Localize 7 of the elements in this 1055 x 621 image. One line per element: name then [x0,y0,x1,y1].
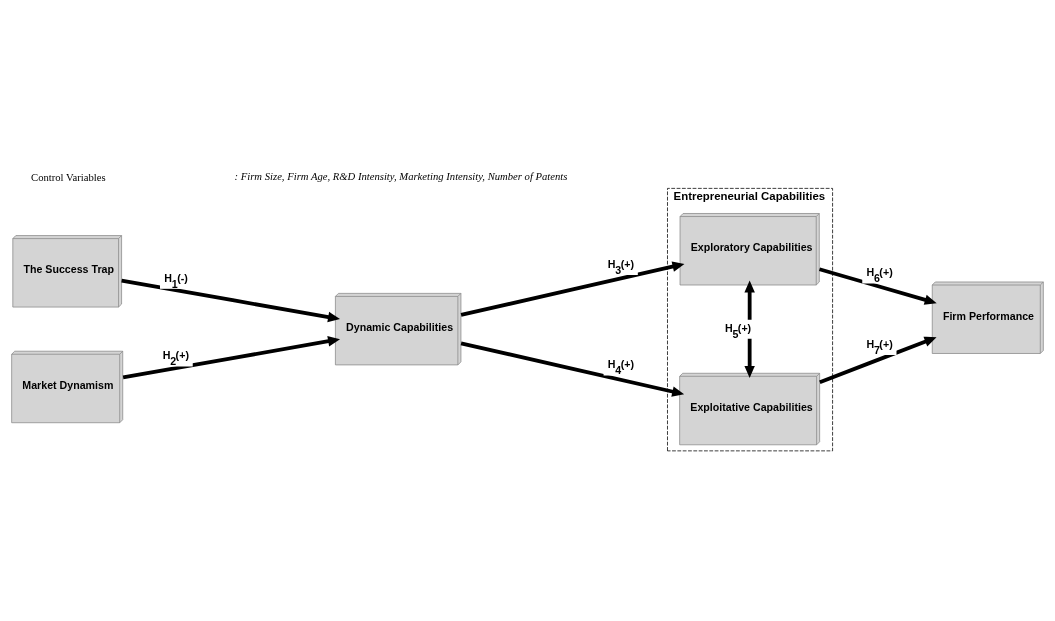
arrow [818,267,937,305]
arrow [121,278,340,323]
arrow [460,261,685,317]
arrow [460,341,685,397]
arrow [122,336,340,380]
label: Control Variables [31,171,106,183]
label: : Firm Size, Firm Age, R&D Intensity, Marketing Intensity, Number of Patents [234,170,568,182]
